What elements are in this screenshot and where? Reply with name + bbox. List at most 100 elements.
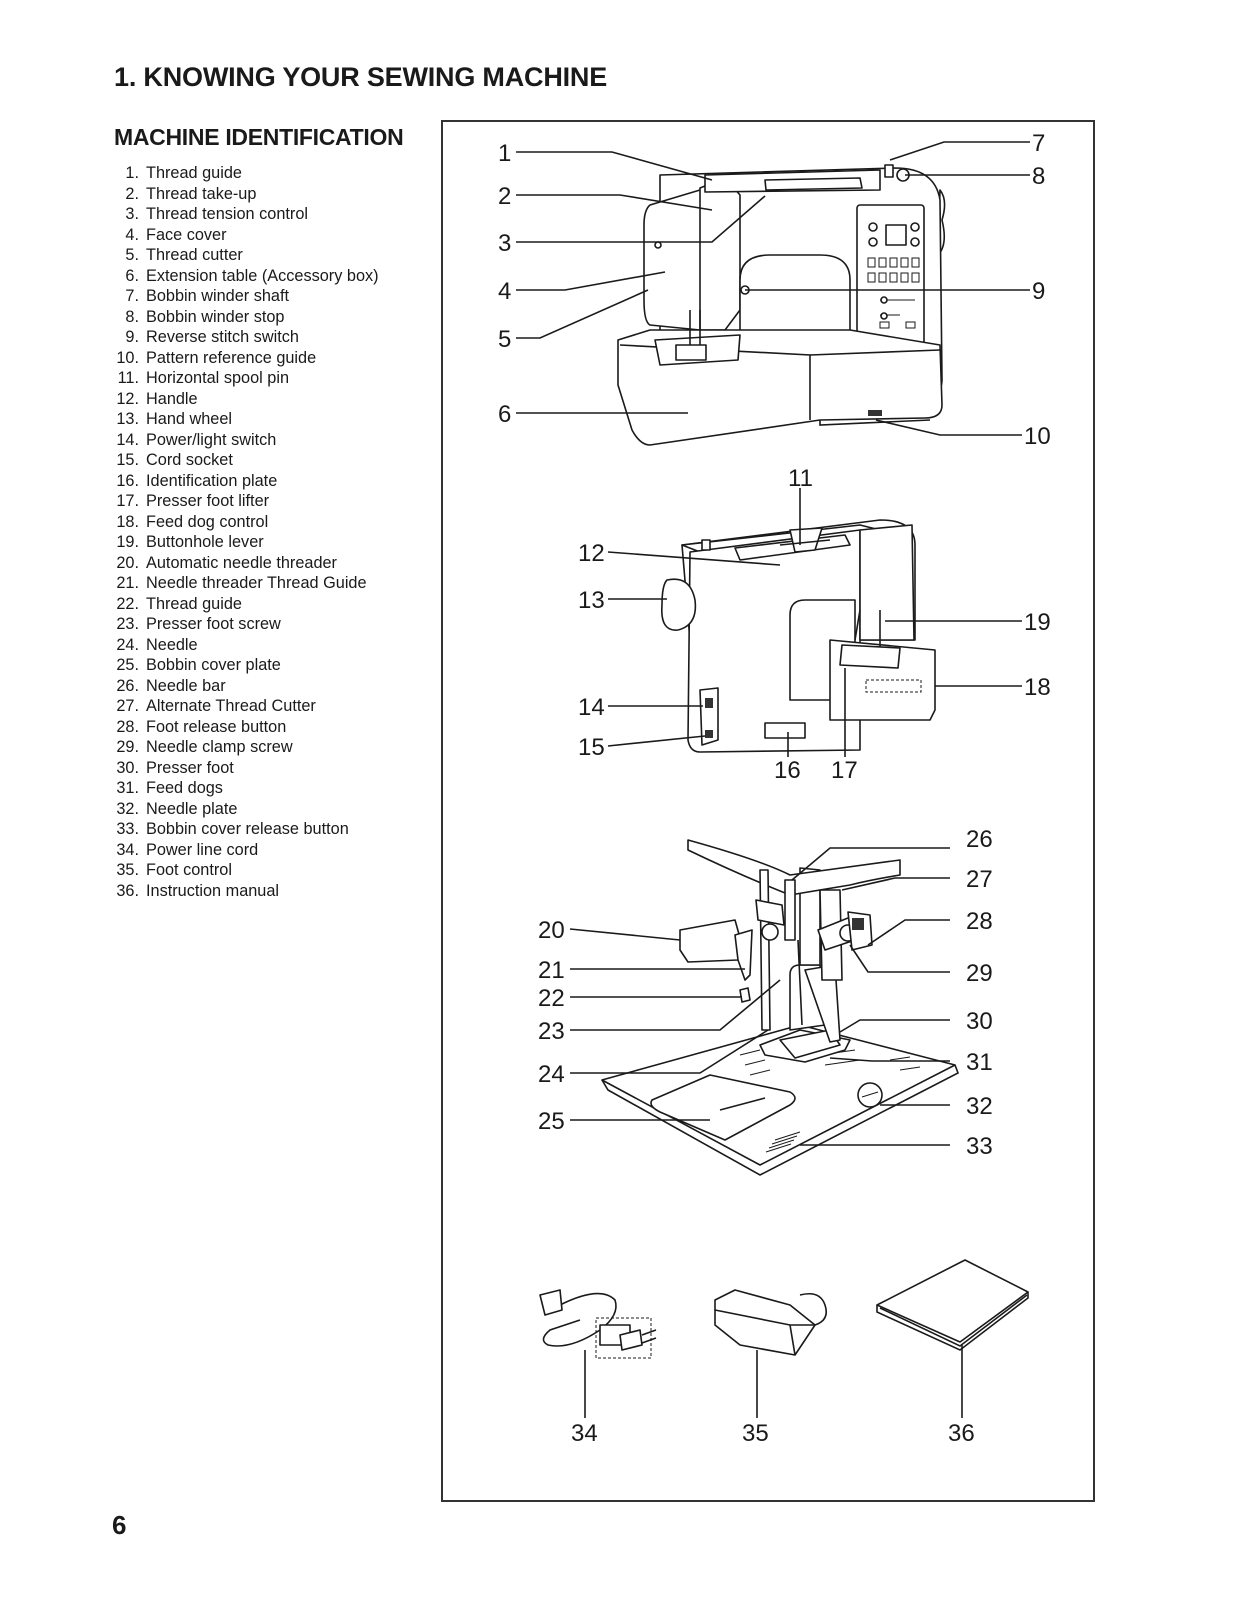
item-number: 34. <box>116 840 139 859</box>
item-number: 16. <box>116 471 139 490</box>
callout-2: 2 <box>498 183 511 210</box>
figure-box <box>441 120 1095 1502</box>
item-number: 4. <box>125 225 139 244</box>
item-number: 1. <box>125 164 139 182</box>
item-label: Reverse stitch switch <box>146 328 299 346</box>
callout-13: 13 <box>578 587 605 614</box>
item-label: Needle <box>146 635 198 654</box>
item-number: 11. <box>117 369 139 387</box>
item-label: Thread guide <box>146 164 242 182</box>
list-item: 11. Horizontal spool pin <box>114 368 379 389</box>
item-label: Cord socket <box>146 451 233 469</box>
item-label: Bobbin winder shaft <box>146 287 290 305</box>
page-title: 1. KNOWING YOUR SEWING MACHINE <box>114 62 608 92</box>
callout-34: 34 <box>571 1420 598 1447</box>
needle-area-view <box>601 839 959 1176</box>
callout-27: 27 <box>966 866 993 893</box>
item-number: 36. <box>116 881 139 900</box>
item-number: 12. <box>116 389 139 408</box>
list-item: 31.Feed dogs <box>114 778 379 799</box>
callout-32: 32 <box>966 1093 993 1120</box>
item-label: Needle clamp screw <box>146 738 293 756</box>
item-label: Presser foot lifter <box>146 492 270 510</box>
list-item: 36.Instruction manual <box>114 881 379 902</box>
callout-6: 6 <box>498 401 511 428</box>
item-number: 20. <box>116 553 139 572</box>
list-item: 26. Needle bar <box>114 676 379 697</box>
item-number: 18. <box>116 512 139 531</box>
callout-11: 11 <box>788 465 813 492</box>
list-item: 8. Bobbin winder stop <box>114 307 379 328</box>
item-label: Bobbin cover plate <box>146 656 281 674</box>
item-label: Handle <box>146 389 198 408</box>
list-item: 32.Needle plate <box>114 799 379 820</box>
item-number: 30. <box>116 758 139 777</box>
item-number: 15. <box>116 451 139 469</box>
list-item: 22.Thread guide <box>114 594 379 615</box>
list-item: 19.Buttonhole lever <box>114 532 379 553</box>
callout-30: 30 <box>966 1008 993 1035</box>
callout-5: 5 <box>498 326 511 353</box>
item-label: Foot release button <box>146 717 287 736</box>
item-number: 19. <box>116 533 139 551</box>
item-label: Thread cutter <box>146 246 243 264</box>
item-number: 25. <box>116 656 139 674</box>
item-number: 28. <box>116 717 139 736</box>
item-number: 13. <box>116 410 139 428</box>
item-label: Thread take-up <box>146 184 257 203</box>
callout-3: 3 <box>498 230 511 257</box>
item-number: 24. <box>116 635 139 654</box>
callout-12: 12 <box>578 540 605 567</box>
list-item: 23.Presser foot screw <box>114 614 379 635</box>
callout-10: 10 <box>1024 423 1051 450</box>
item-label: Foot control <box>146 861 232 879</box>
item-number: 26. <box>116 676 139 695</box>
item-label: Needle threader Thread Guide <box>146 574 367 592</box>
list-item: 4.Face cover <box>114 225 379 246</box>
list-item: 24. Needle <box>114 635 379 656</box>
item-number: 8. <box>125 307 139 326</box>
callout-36: 36 <box>948 1420 975 1447</box>
item-number: 9. <box>125 328 139 346</box>
list-item: 33.Bobbin cover release button <box>114 819 379 840</box>
list-item: 21.Needle threader Thread Guide <box>114 573 379 594</box>
list-item: 29.Needle clamp screw <box>114 737 379 758</box>
instruction-manual-drawing <box>876 1259 1029 1351</box>
item-number: 31. <box>116 779 139 797</box>
callout-17: 17 <box>831 757 858 784</box>
item-label: Horizontal spool pin <box>146 369 289 387</box>
callout-4: 4 <box>498 278 511 305</box>
callout-18: 18 <box>1024 674 1051 701</box>
section-title: MACHINE IDENTIFICATION <box>114 124 404 150</box>
callout-8: 8 <box>1032 163 1045 190</box>
machine-rear-view <box>661 519 936 753</box>
callout-29: 29 <box>966 960 993 987</box>
callout-15: 15 <box>578 734 605 761</box>
item-number: 7. <box>125 287 139 305</box>
list-item: 5. Thread cutter <box>114 245 379 266</box>
item-label: Bobbin winder stop <box>146 307 285 326</box>
callout-16: 16 <box>774 757 801 784</box>
callout-19: 19 <box>1024 609 1051 636</box>
list-item: 34.Power line cord <box>114 840 379 861</box>
item-label: Needle bar <box>146 676 226 695</box>
item-label: Alternate Thread Cutter <box>146 697 316 715</box>
item-number: 5. <box>125 246 139 264</box>
page-number: 6 <box>112 1510 127 1540</box>
list-item: 15. Cord socket <box>114 450 379 471</box>
callout-22: 22 <box>538 985 565 1012</box>
list-item: 6.Extension table (Accessory box) <box>114 266 378 287</box>
list-item: 25. Bobbin cover plate <box>114 655 379 676</box>
list-item: 9. Reverse stitch switch <box>114 327 379 348</box>
item-label: Pattern reference guide <box>146 348 317 367</box>
item-number: 23. <box>116 615 139 633</box>
list-item: 14.Power/light switch <box>114 430 379 451</box>
item-number: 10. <box>116 348 139 367</box>
item-label: Bobbin cover release button <box>146 820 349 838</box>
callout-33: 33 <box>966 1133 993 1160</box>
list-item: 18.Feed dog control <box>114 512 379 533</box>
list-item: 12. Handle <box>114 389 379 410</box>
callout-14: 14 <box>578 694 605 721</box>
item-label: Hand wheel <box>146 410 232 428</box>
